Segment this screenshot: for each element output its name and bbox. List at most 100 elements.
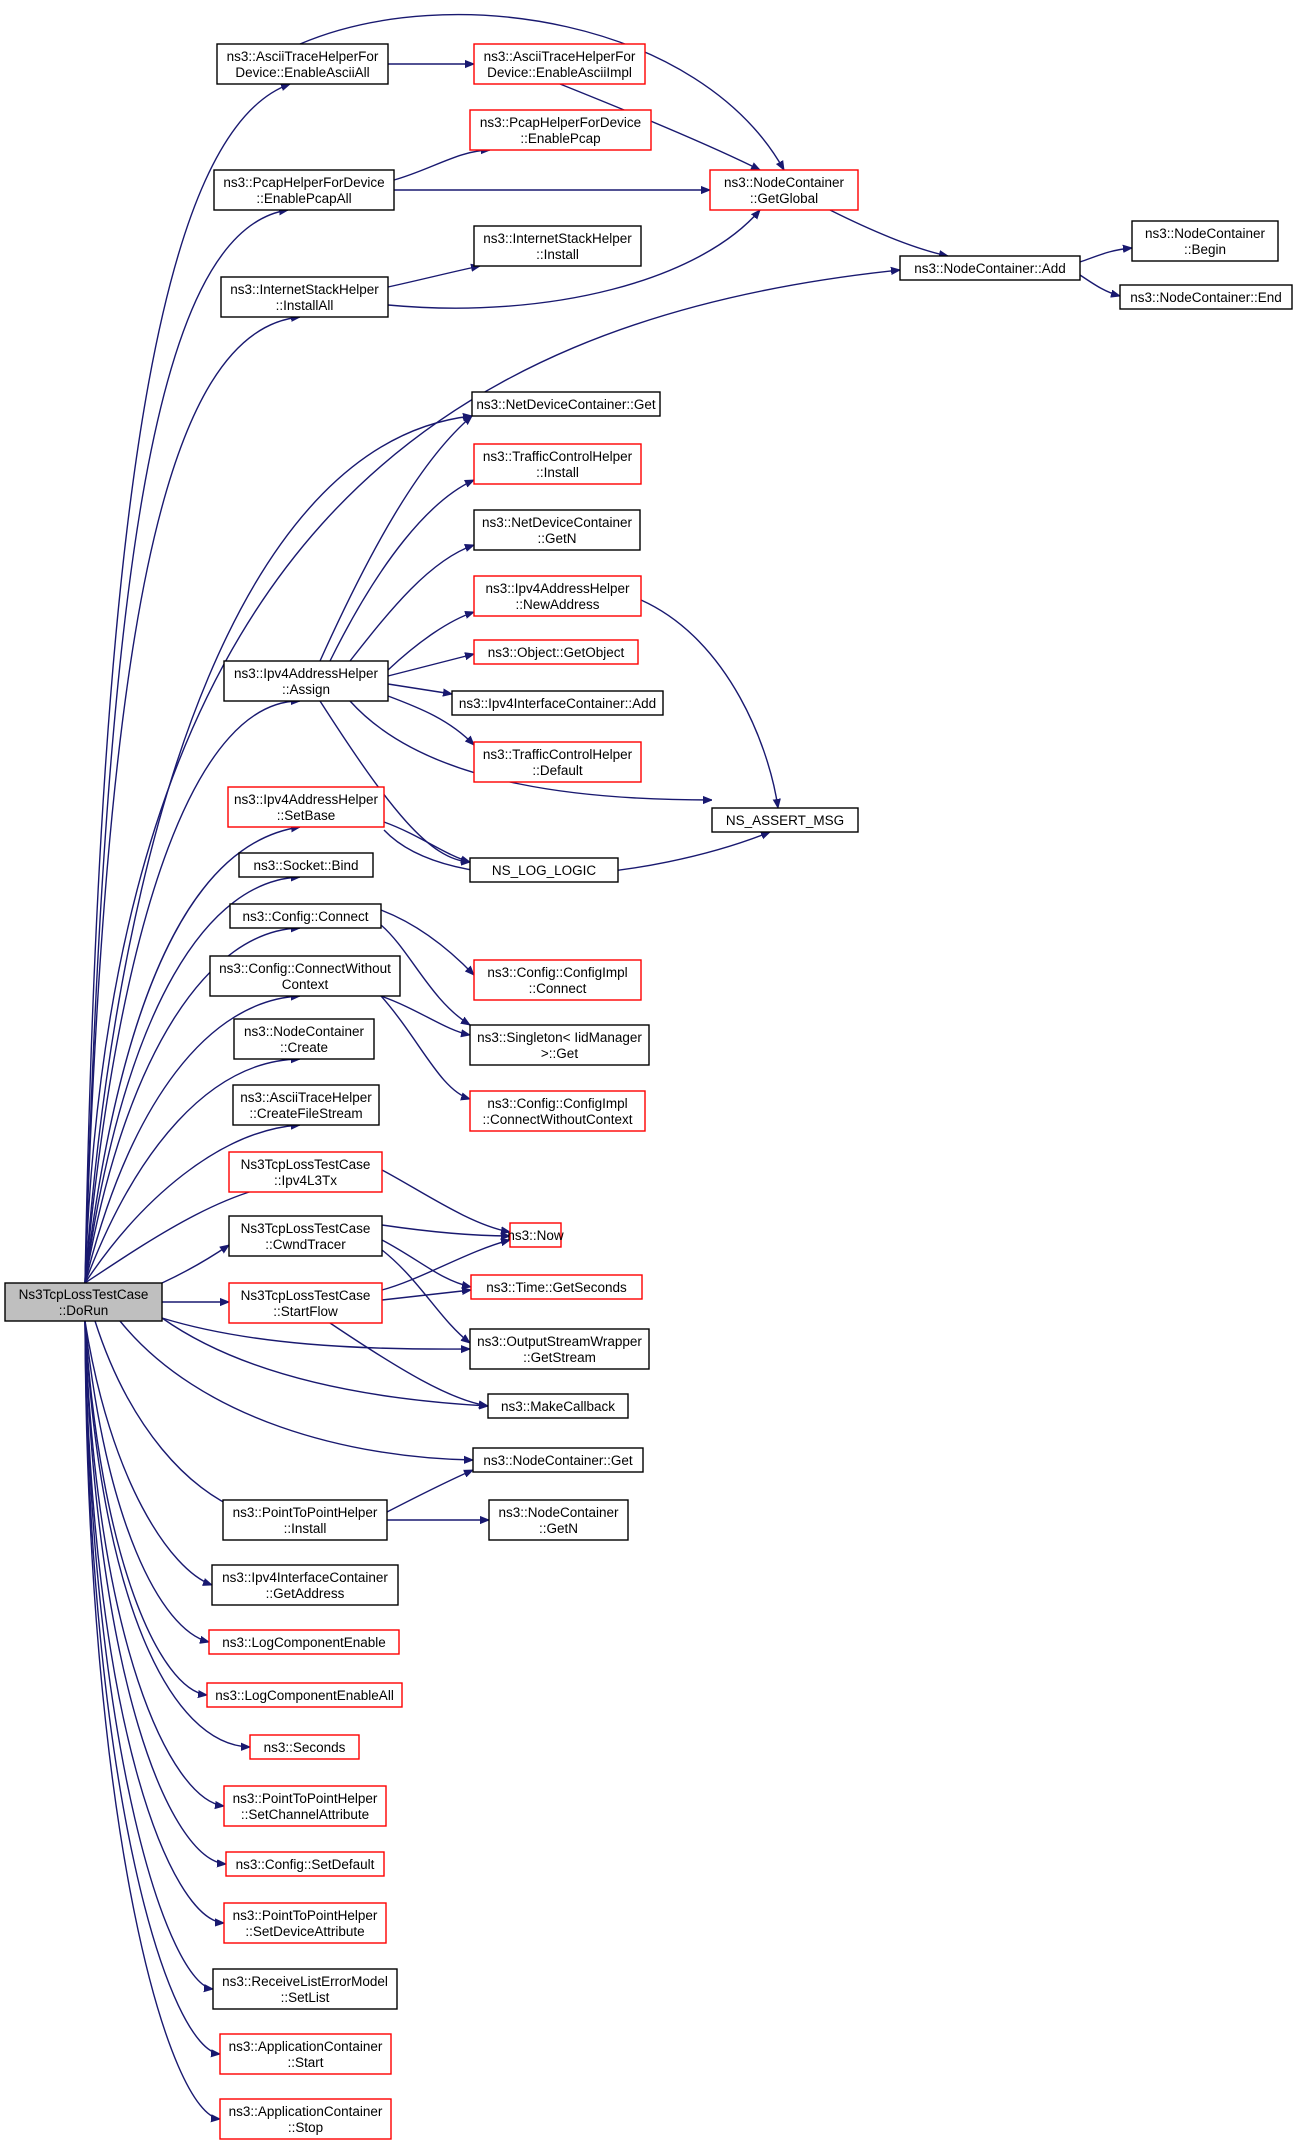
node-box — [488, 1499, 629, 1541]
node-n31[interactable]: Ns3TcpLossTestCase::CwndTracer — [228, 1215, 383, 1257]
node-label-line: ns3::PointToPointHelper — [233, 1908, 378, 1923]
node-root[interactable]: Ns3TcpLossTestCase::DoRun — [4, 1282, 163, 1322]
node-n19[interactable]: NS_ASSERT_MSG — [711, 807, 859, 833]
node-box — [470, 1274, 643, 1300]
node-n25[interactable]: ns3::Config::ConnectWithoutContext — [209, 955, 401, 997]
node-n8[interactable]: ns3::NodeContainer::Add — [899, 255, 1081, 281]
node-n44[interactable]: ns3::PointToPointHelper::SetChannelAttri… — [223, 1785, 387, 1827]
node-n40[interactable]: ns3::Ipv4InterfaceContainer::GetAddress — [211, 1564, 399, 1606]
node-n23[interactable]: ns3::Config::Connect — [229, 903, 382, 929]
node-label-line: ns3::AsciiTraceHelper — [240, 1090, 372, 1105]
node-n46[interactable]: ns3::PointToPointHelper::SetDeviceAttrib… — [223, 1902, 387, 1944]
node-n3[interactable]: ns3::PcapHelperForDevice::EnablePcap — [469, 109, 652, 151]
node-box — [238, 852, 374, 878]
node-n16[interactable]: ns3::Ipv4AddressHelper::Assign — [223, 660, 389, 702]
node-n1[interactable]: ns3::AsciiTraceHelperForDevice::EnableAs… — [216, 43, 389, 85]
node-label-line: ::Install — [284, 1521, 327, 1536]
node-label-line: ::Assign — [282, 682, 330, 697]
node-n34[interactable]: ns3::Time::GetSeconds — [470, 1274, 643, 1300]
node-n48[interactable]: ns3::ApplicationContainer::Start — [219, 2033, 392, 2075]
edge-n16-to-n18 — [387, 695, 474, 745]
node-n14[interactable]: ns3::Ipv4AddressHelper::NewAddress — [473, 575, 642, 617]
node-box — [228, 1215, 383, 1257]
node-label-line: ::SetChannelAttribute — [241, 1807, 369, 1822]
node-n7[interactable]: ns3::InternetStackHelper::InstallAll — [220, 276, 389, 318]
node-label-line: ns3::PointToPointHelper — [233, 1791, 378, 1806]
edge-root-to-n4 — [84, 210, 288, 1284]
node-label-line: ns3::NodeContainer::End — [1130, 290, 1282, 305]
node-n9[interactable]: ns3::NodeContainer::Begin — [1131, 220, 1279, 262]
node-box — [229, 903, 382, 929]
node-label-line: ::EnablePcapAll — [256, 191, 351, 206]
node-label-line: ns3::Config::ConnectWithout — [219, 961, 391, 976]
node-n20[interactable]: ns3::Ipv4AddressHelper::SetBase — [227, 786, 385, 828]
edge-n23-to-n26 — [380, 924, 470, 1025]
node-n35[interactable]: ns3::OutputStreamWrapper::GetStream — [469, 1328, 650, 1370]
node-label-line: ::Create — [280, 1040, 328, 1055]
node-box — [709, 169, 859, 211]
edge-root-to-n37 — [119, 1320, 473, 1460]
edge-n16-to-n14 — [387, 612, 474, 671]
node-n43[interactable]: ns3::Seconds — [249, 1734, 360, 1760]
node-n18[interactable]: ns3::TrafficControlHelper::Default — [473, 741, 642, 783]
edge-root-to-n23 — [84, 928, 300, 1284]
node-box — [212, 1968, 398, 2010]
node-n17[interactable]: ns3::Ipv4InterfaceContainer::Add — [451, 690, 664, 716]
node-label-line: ns3::NetDeviceContainer::Get — [476, 397, 656, 412]
node-n28[interactable]: ns3::Config::ConfigImpl::ConnectWithoutC… — [469, 1090, 646, 1132]
node-n42[interactable]: ns3::LogComponentEnableAll — [206, 1682, 403, 1708]
node-n39[interactable]: ns3::NodeContainer::GetN — [488, 1499, 629, 1541]
node-label-line: ::SetBase — [277, 808, 336, 823]
node-n27[interactable]: ns3::NodeContainer::Create — [233, 1018, 375, 1060]
node-n22[interactable]: ns3::Socket::Bind — [238, 852, 374, 878]
edge-n16-to-n15 — [387, 654, 474, 677]
node-n11[interactable]: ns3::NetDeviceContainer::Get — [471, 391, 661, 417]
node-label-line: ns3::LogComponentEnableAll — [215, 1688, 394, 1703]
nodes-layer: Ns3TcpLossTestCase::DoRun ns3::AsciiTrace… — [4, 43, 1293, 2140]
node-n37[interactable]: ns3::NodeContainer::Get — [472, 1447, 644, 1473]
node-box — [1119, 284, 1293, 310]
node-box — [223, 1902, 387, 1944]
node-n38[interactable]: ns3::PointToPointHelper::Install — [222, 1499, 388, 1541]
node-label-line: ns3::InternetStackHelper — [483, 231, 632, 246]
node-n49[interactable]: ns3::ApplicationContainer::Stop — [219, 2098, 392, 2140]
node-n45[interactable]: ns3::Config::SetDefault — [225, 1851, 385, 1877]
node-n5[interactable]: ns3::NodeContainer::GetGlobal — [709, 169, 859, 211]
node-n21[interactable]: NS_LOG_LOGIC — [469, 857, 619, 883]
node-label-line: ns3::Socket::Bind — [253, 858, 358, 873]
edge-root-to-n29 — [84, 1125, 300, 1284]
node-label-line: ns3::AsciiTraceHelperFor — [227, 49, 379, 64]
node-n32[interactable]: ns3::Now — [507, 1222, 564, 1248]
node-box — [249, 1734, 360, 1760]
node-n6[interactable]: ns3::InternetStackHelper::Install — [473, 225, 642, 267]
node-n33[interactable]: Ns3TcpLossTestCase::StartFlow — [228, 1282, 383, 1324]
node-box — [473, 43, 646, 85]
node-box — [232, 1084, 380, 1126]
node-label-line: ::GetAddress — [266, 1586, 345, 1601]
node-n13[interactable]: ns3::NetDeviceContainer::GetN — [473, 509, 641, 551]
node-n30[interactable]: Ns3TcpLossTestCase::Ipv4L3Tx — [228, 1151, 383, 1193]
node-n36[interactable]: ns3::MakeCallback — [487, 1393, 629, 1419]
node-n29[interactable]: ns3::AsciiTraceHelper::CreateFileStream — [232, 1084, 380, 1126]
node-n26[interactable]: ns3::Singleton< IidManager >::Get — [469, 1024, 650, 1066]
edge-root-to-n16 — [84, 701, 300, 1284]
edge-n31-to-n32 — [381, 1224, 510, 1236]
node-n15[interactable]: ns3::Object::GetObject — [473, 639, 639, 665]
edge-root-to-n45 — [84, 1320, 226, 1864]
node-label-line: ::Install — [536, 247, 579, 262]
edge-n16-to-n11 — [319, 416, 472, 662]
node-box — [473, 575, 642, 617]
node-label-line: ::GetStream — [523, 1350, 596, 1365]
node-n41[interactable]: ns3::LogComponentEnable — [208, 1629, 400, 1655]
node-n12[interactable]: ns3::TrafficControlHelper::Install — [473, 443, 642, 485]
node-box — [219, 2098, 392, 2140]
node-n10[interactable]: ns3::NodeContainer::End — [1119, 284, 1293, 310]
node-label-line: ::ConnectWithoutContext — [482, 1112, 632, 1127]
node-n2[interactable]: ns3::AsciiTraceHelperForDevice::EnableAs… — [473, 43, 646, 85]
edge-root-to-n47 — [84, 1320, 213, 1989]
node-n47[interactable]: ns3::ReceiveListErrorModel::SetList — [212, 1968, 398, 2010]
node-label-line: ns3::AsciiTraceHelperFor — [484, 49, 636, 64]
node-box — [473, 443, 642, 485]
node-n24[interactable]: ns3::Config::ConfigImpl::Connect — [473, 959, 642, 1001]
node-n4[interactable]: ns3::PcapHelperForDevice::EnablePcapAll — [213, 169, 395, 211]
